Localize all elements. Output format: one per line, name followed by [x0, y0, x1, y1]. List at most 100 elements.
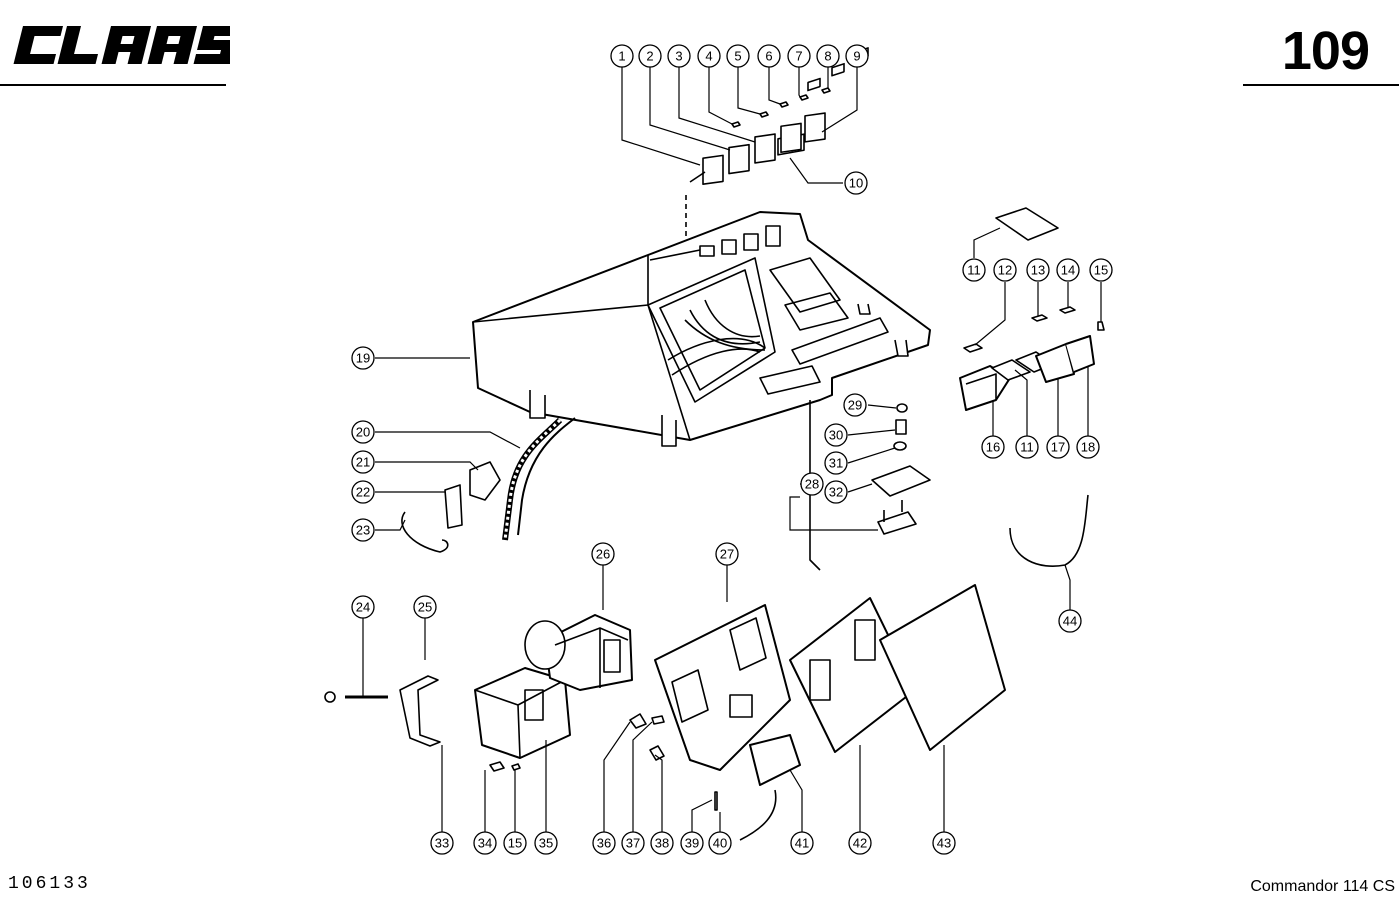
callout-42: 42 — [848, 831, 872, 855]
switch-cluster-right — [959, 207, 1105, 411]
callout-label: 11 — [1020, 440, 1034, 455]
callout-circle — [844, 171, 868, 195]
callout-circle — [351, 450, 375, 474]
callout-circle — [824, 423, 848, 447]
callout-circle — [351, 518, 375, 542]
callout-2: 2 — [638, 44, 662, 68]
callout-10: 10 — [844, 171, 868, 195]
callout-6: 6 — [757, 44, 781, 68]
callout-label: 31 — [829, 456, 843, 471]
model-name: Commandor 114 CS — [1250, 878, 1395, 895]
callout-5: 5 — [726, 44, 750, 68]
callout-19: 19 — [351, 346, 375, 370]
callout-28: 28 — [800, 472, 824, 496]
callout-label: 19 — [356, 351, 370, 366]
callout-label: 25 — [418, 600, 432, 615]
callout-33: 33 — [430, 831, 454, 855]
callout-circle — [351, 480, 375, 504]
callout-circle — [621, 831, 645, 855]
callout-3: 3 — [667, 44, 691, 68]
callout-label: 40 — [713, 836, 727, 851]
callout-circle — [351, 346, 375, 370]
callout-label: 39 — [685, 836, 699, 851]
callout-14: 14 — [1056, 258, 1080, 282]
callout-circle — [680, 831, 704, 855]
callout-label: 33 — [435, 836, 449, 851]
callout-label: 23 — [356, 523, 370, 538]
callout-circle — [787, 44, 811, 68]
callout-circle — [708, 831, 732, 855]
callout-label: 9 — [853, 49, 860, 64]
callout-circle — [790, 831, 814, 855]
callout-label: 27 — [720, 547, 734, 562]
callout-20: 20 — [351, 420, 375, 444]
callout-label: 12 — [998, 263, 1012, 278]
callout-27: 27 — [715, 542, 739, 566]
callout-label: 2 — [646, 49, 653, 64]
callout-circle — [843, 393, 867, 417]
callout-24: 24 — [351, 595, 375, 619]
display-module-assembly — [324, 584, 1006, 841]
connector-block — [809, 400, 931, 571]
callout-label: 4 — [705, 49, 712, 64]
callout-label: 21 — [356, 455, 370, 470]
callout-circle — [962, 258, 986, 282]
header-rule-left — [0, 84, 226, 86]
callout-label: 18 — [1081, 440, 1095, 455]
callout-circle — [351, 420, 375, 444]
callout-circle — [1015, 435, 1039, 459]
callout-circle — [697, 44, 721, 68]
callout-circle — [1046, 435, 1070, 459]
callout-label: 6 — [765, 49, 772, 64]
callout-29: 29 — [843, 393, 867, 417]
callout-1: 1 — [610, 44, 634, 68]
callout-label: 29 — [848, 398, 862, 413]
callout-circle — [824, 451, 848, 475]
callout-26: 26 — [591, 542, 615, 566]
callout-32: 32 — [824, 480, 848, 504]
callout-39: 39 — [680, 831, 704, 855]
callout-label: 3 — [675, 49, 682, 64]
callout-circle — [503, 831, 527, 855]
callout-label: 26 — [596, 547, 610, 562]
callout-label: 34 — [478, 836, 492, 851]
callout-label: 17 — [1051, 440, 1065, 455]
callout-30: 30 — [824, 423, 848, 447]
callout-label: 7 — [795, 49, 802, 64]
callout-circle — [981, 435, 1005, 459]
callout-label: 15 — [508, 836, 522, 851]
callout-label: 10 — [849, 176, 863, 191]
callout-22: 22 — [351, 480, 375, 504]
callout-label: 28 — [805, 477, 819, 492]
callout-label: 22 — [356, 485, 370, 500]
callout-circle — [473, 831, 497, 855]
callout-15: 15 — [1089, 258, 1113, 282]
callout-circle — [667, 44, 691, 68]
callout-11: 11 — [962, 258, 986, 282]
callout-7: 7 — [787, 44, 811, 68]
callout-35: 35 — [534, 831, 558, 855]
callout-17: 17 — [1046, 435, 1070, 459]
callout-label: 15 — [1094, 263, 1108, 278]
callout-circle — [757, 44, 781, 68]
callout-43: 43 — [932, 831, 956, 855]
callout-34: 34 — [473, 831, 497, 855]
callout-38: 38 — [650, 831, 674, 855]
callout-8: 8 — [816, 44, 840, 68]
callout-circle — [650, 831, 674, 855]
callout-23: 23 — [351, 518, 375, 542]
callout-label: 16 — [986, 440, 1000, 455]
callout-37: 37 — [621, 831, 645, 855]
callout-circle — [592, 831, 616, 855]
callout-label: 36 — [597, 836, 611, 851]
callout-label: 11 — [967, 263, 981, 278]
callout-circle — [430, 831, 454, 855]
callout-4: 4 — [697, 44, 721, 68]
callout-label: 5 — [734, 49, 741, 64]
callout-21: 21 — [351, 450, 375, 474]
callout-circle — [726, 44, 750, 68]
callout-9: 9 — [845, 44, 869, 68]
document-number: 106133 — [8, 874, 91, 894]
